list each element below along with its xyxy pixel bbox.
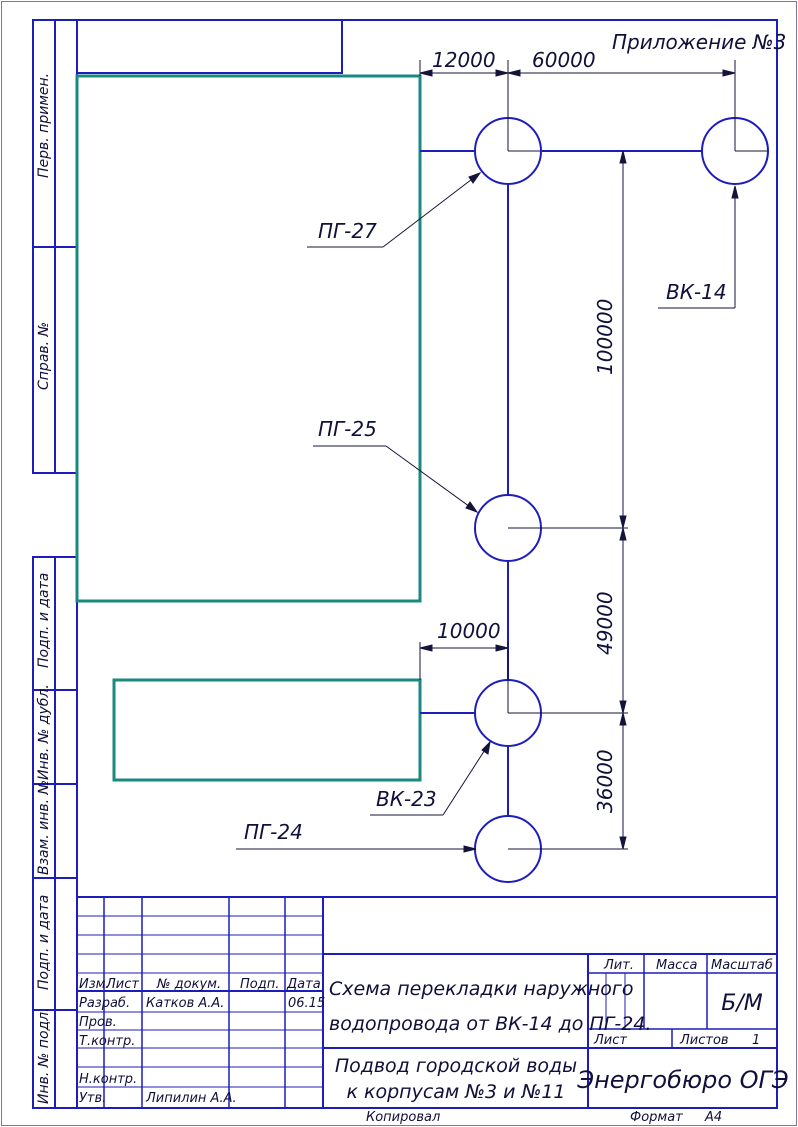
tb-title-line2: водопровода от ВК-14 до ПГ-24. [329,1013,651,1035]
side-label-sprav-no: Справ. № [36,322,52,390]
tb-sheets-count: 1 [752,1033,760,1048]
label-vk14: ВК-14 [666,280,727,304]
dim-100000: 100000 [593,299,617,375]
tb-scale-value: Б/М [721,991,763,1016]
dimension-branch [419,642,509,713]
tb-razrab-name: Катков А.А. [146,996,224,1011]
dim-36000: 36000 [593,749,617,813]
tb-row-utv: Утв. [79,1091,106,1106]
side-label-perv-primen: Перв. примен. [36,73,52,178]
title-block [77,896,777,1108]
dim-60000: 60000 [532,48,596,72]
side-label-vzam-inv: Взам. инв. № [36,780,52,875]
label-pg27: ПГ-27 [318,219,377,243]
building-large [75,74,422,603]
tb-format-label: Формат [630,1110,683,1125]
label-vk23: ВК-23 [376,787,437,811]
dim-10000: 10000 [437,619,501,643]
side-label-inv-dubl: Инв. № дубл. [36,684,52,780]
dimension-vertical [619,150,627,850]
tb-row-nkontr: Н.контр. [79,1072,137,1087]
label-pg24: ПГ-24 [244,820,303,844]
building-small [112,678,422,782]
main-frame [76,19,778,1109]
tb-col-izm: Изм. [79,977,110,992]
center-marks [508,150,767,850]
side-label-podp-data-1: Подп. и дата [36,573,52,668]
top-stamp-box [76,19,343,74]
tb-row-prov: Пров. [79,1015,117,1030]
side-label-inv-podl: Инв. № подл. [36,1007,52,1104]
tb-row-tkontr: Т.контр. [79,1034,135,1049]
dim-49000: 49000 [593,591,617,655]
tb-subtitle-line1: Подвод городской воды [335,1055,577,1077]
side-label-podp-data-2: Подп. и дата [36,895,52,990]
tb-col-list: Лист [105,977,139,992]
tb-copied: Копировал [366,1110,440,1125]
appendix-label: Приложение №3 [612,30,786,54]
tb-utv-name: Липилин А.А. [145,1091,237,1106]
tb-lit: Лит. [603,958,634,973]
left-strip-lower [32,556,78,1109]
pipeline [420,150,702,816]
tb-col-doc: № докум. [156,977,221,992]
tb-sheets-label: Листов [679,1033,729,1048]
tb-col-date: Дата [286,977,321,992]
tb-masshtab: Масштаб [711,958,773,973]
tb-massa: Масса [656,958,697,973]
label-pg25: ПГ-25 [318,417,377,441]
leaders [236,171,739,853]
dim-12000: 12000 [432,48,496,72]
tb-org: Энергобюро ОГЭ [576,1066,789,1094]
tb-format-value: А4 [704,1110,722,1125]
tb-row-razrab: Разраб. [79,996,130,1011]
dimension-top [419,60,736,151]
tb-col-sign: Подп. [240,977,279,992]
tb-razrab-date: 06.15 [288,996,325,1011]
tb-title-line1: Схема перекладки наружного [329,978,633,1000]
tb-sheet-label: Лист [593,1033,627,1048]
tb-subtitle-line2: к корпусам №3 и №11 [346,1081,565,1103]
